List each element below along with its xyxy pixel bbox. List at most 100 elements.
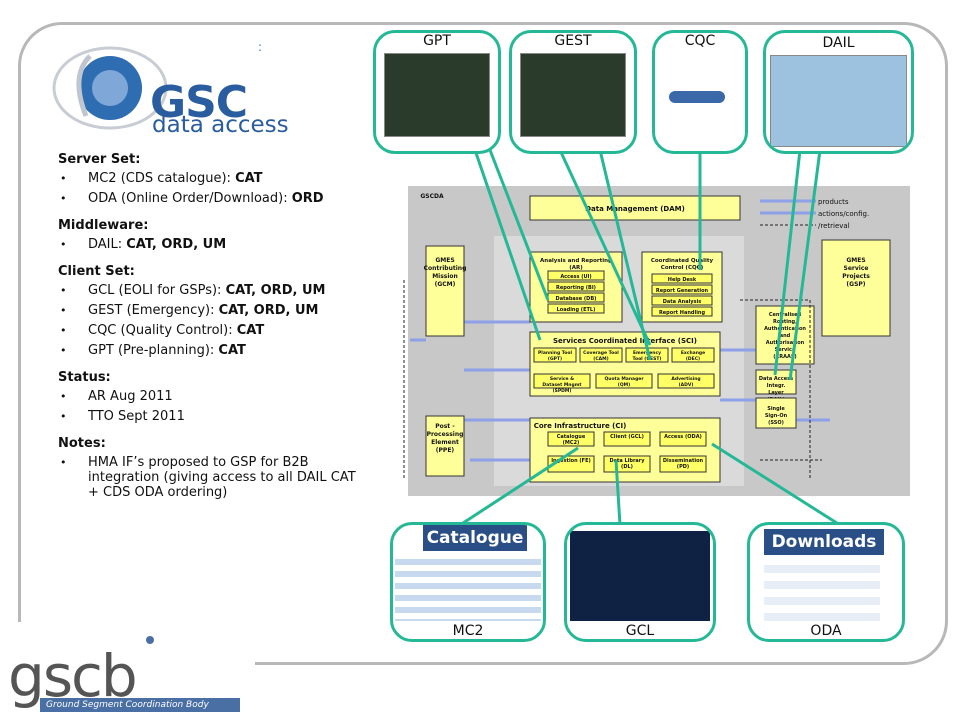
ci-item-label: Client (GCL) (610, 434, 644, 440)
dail-box-label: Integr. (767, 383, 786, 389)
logo-gsc-text: GSC (150, 77, 248, 128)
cqc-item-label: Report Handling (659, 310, 706, 316)
sci-item-label: Planning Tool (538, 350, 572, 356)
ci-item-label: Dissemination (663, 458, 704, 464)
info-panel: Server Set: MC2 (CDS catalogue): CAT ODA (… (58, 152, 358, 505)
gcl-screenshot (564, 522, 716, 642)
craas-label: and (780, 333, 791, 339)
cqc-item (651, 295, 713, 306)
dail-box-label: Layer (768, 390, 784, 396)
gsc-data-access-logo (52, 46, 168, 130)
list-item: MC2 (CDS catalogue): CAT (58, 171, 358, 186)
gsp-label: GMES (846, 257, 865, 264)
gpt-screenshot (373, 30, 501, 154)
craas-label: (CRAAS) (773, 354, 796, 360)
ar-item-label: Reporting (BI) (556, 285, 596, 291)
list-item: ODA (Online Order/Download): ORD (58, 191, 358, 206)
callout-pointer (488, 149, 550, 301)
craas-label: Authentication (764, 326, 806, 332)
colon-mark: : (258, 40, 263, 54)
ci-item-label: (PD) (677, 464, 689, 470)
callout-pointer (788, 149, 822, 381)
ar-item-label: Database (DB) (556, 296, 597, 302)
craas-label: Routing, (773, 319, 797, 325)
sci-item-label: (GPT) (548, 356, 562, 362)
dail-label: DAIL (822, 35, 855, 51)
section-heading: Status: (58, 370, 111, 385)
sci-item (595, 373, 653, 389)
logo-data-access-text: data access (152, 112, 289, 138)
ci-item-label: Access (ODA) (664, 434, 702, 440)
ppe-box (425, 415, 465, 477)
gpt-label: GPT (423, 33, 451, 49)
sci-item-label: (SPDM) (553, 388, 572, 394)
callout-pointer (773, 149, 802, 376)
ci-item (659, 431, 707, 447)
ci-item (547, 431, 595, 447)
ppe-label: Processing (427, 431, 464, 438)
ci-item-label: (DL) (621, 464, 633, 470)
sso-label: Single (767, 406, 785, 412)
legend-label: /retrieval (818, 222, 850, 230)
legend-label: products (818, 198, 849, 206)
section-list: AR Aug 2011TTO Sept 2011 (58, 389, 358, 424)
craas-box (755, 305, 815, 365)
list-item: GCL (EOLI for GSPs): CAT, ORD, UM (58, 283, 358, 298)
craas-label: Centralised (769, 312, 802, 318)
cqc-screenshot (652, 30, 748, 154)
craas-label: Authorisation (766, 340, 805, 346)
gscb-logo-subtitle: Ground Segment Coordination Body (40, 698, 240, 712)
section-heading: Notes: (58, 436, 106, 451)
section-list: GCL (EOLI for GSPs): CAT, ORD, UMGEST (E… (58, 283, 358, 358)
gsp-label: Projects (842, 273, 870, 280)
sci-item-label: Exchange (681, 350, 705, 356)
list-item: TTO Sept 2011 (58, 409, 358, 424)
sci-item-label: (DEC) (686, 356, 700, 362)
craas-label: Service (775, 347, 796, 353)
callout-pointer (614, 459, 622, 526)
ci-item-label: Ingestion (FE) (551, 458, 591, 464)
ar-item (547, 281, 605, 292)
callout-pointer (598, 149, 652, 361)
sci-item (533, 347, 577, 363)
ppe-label: (PPE) (436, 447, 455, 454)
corner-label: GSCDA (420, 193, 444, 200)
gcm-label: Contributing (424, 265, 467, 272)
sci-item-label: Dataset Mngmt (542, 382, 582, 388)
callout-pointer (711, 442, 841, 527)
legend-label: actions/config. (818, 210, 869, 218)
sci-item (671, 347, 715, 363)
sci-item-label: Service & (550, 376, 574, 382)
section-list: MC2 (CDS catalogue): CAT ODA (Online Orde… (58, 171, 358, 206)
sci-item-label: Quota Manager (604, 376, 644, 382)
cqc-label: Control (CQC) (661, 265, 704, 271)
list-item: GPT (Pre-planning): CAT (58, 343, 358, 358)
ar-item (547, 303, 605, 314)
gest-screenshot (509, 30, 637, 154)
cqc-item-label: Data Analysis (663, 299, 701, 305)
gest-label: GEST (554, 33, 592, 49)
ci-item-label: Catalogue (557, 434, 586, 440)
catalogue-banner: Catalogue (423, 525, 527, 551)
gcm-label: (GCM) (435, 281, 456, 288)
gcm-box (425, 245, 465, 337)
ci-label: Core Infrastructure (CI) (534, 422, 627, 430)
ci-item-label: (MC2) (563, 440, 580, 446)
cqc-label: Coordinated Quality (651, 258, 714, 264)
section-list: HMA IF’s proposed to GSP for B2B integra… (58, 455, 358, 500)
cqc-item-label: Help Desk (668, 277, 697, 283)
gsp-label: Service (844, 265, 869, 272)
cqc-item (651, 284, 713, 295)
section-heading: Server Set: (58, 152, 141, 167)
dam-box (529, 195, 741, 221)
dail-box-label: Data Access (759, 376, 793, 382)
gscb-logo (146, 636, 154, 644)
ar-item-label: Access (UI) (560, 274, 591, 280)
ar-item (547, 270, 605, 281)
sci-item-label: Advertising (671, 376, 700, 382)
sci-item-label: (ADV) (679, 382, 694, 388)
ar-item-label: Loading (ETL) (557, 307, 596, 313)
sci-item-label: (QM) (618, 382, 630, 388)
ci-item (603, 431, 651, 447)
